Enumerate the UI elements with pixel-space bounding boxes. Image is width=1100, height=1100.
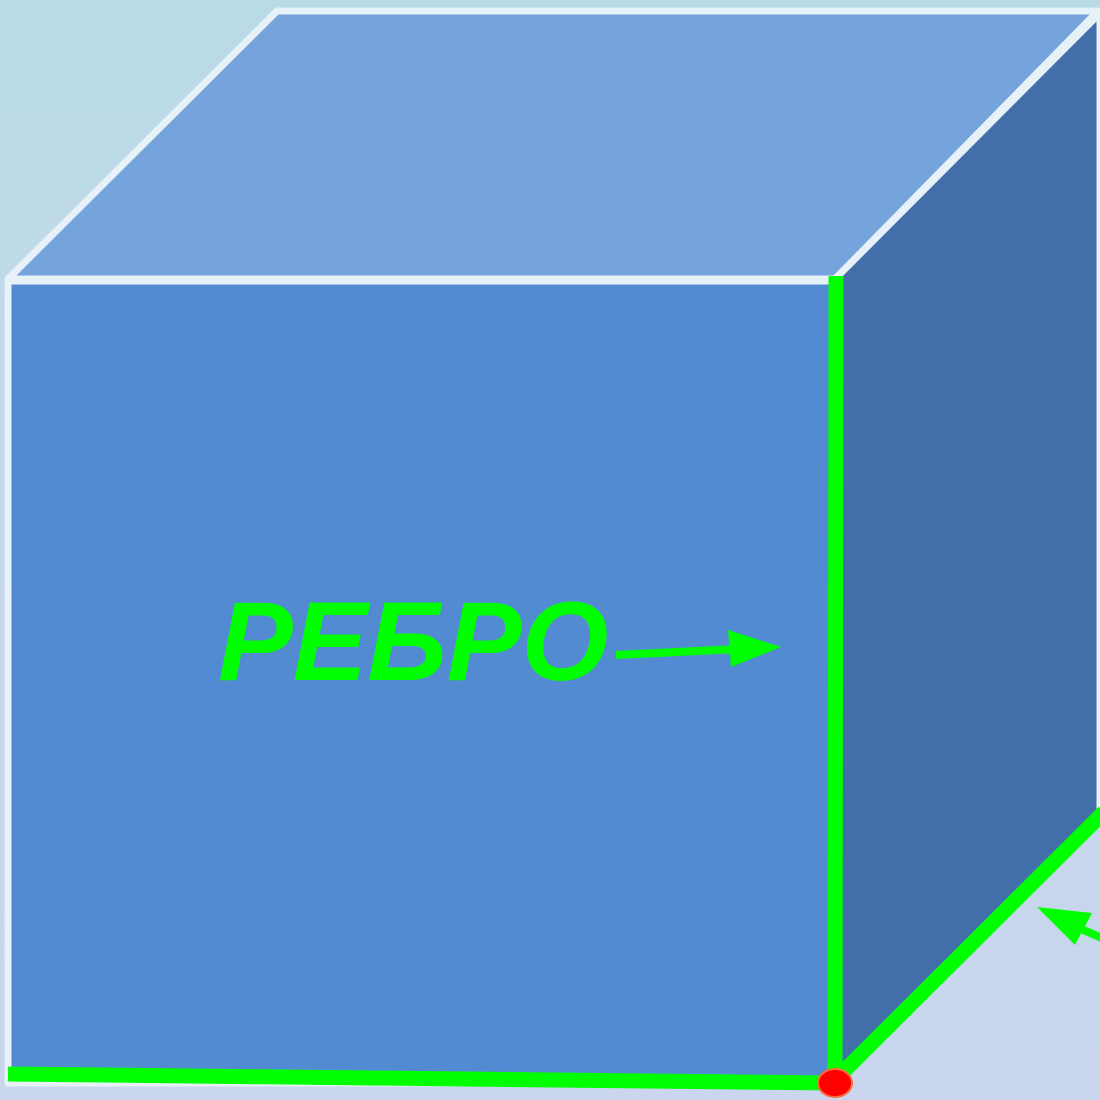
edge-label: РЕБРО <box>218 579 609 704</box>
highlighted-depth-edge <box>829 806 1100 1086</box>
highlighted-vertical-edge <box>827 275 844 1081</box>
arrow-up-left-icon <box>1037 907 1100 945</box>
vertex-dot-icon <box>817 1068 853 1098</box>
highlighted-bottom-edge <box>7 1066 836 1091</box>
arrow-right-icon <box>615 630 781 667</box>
